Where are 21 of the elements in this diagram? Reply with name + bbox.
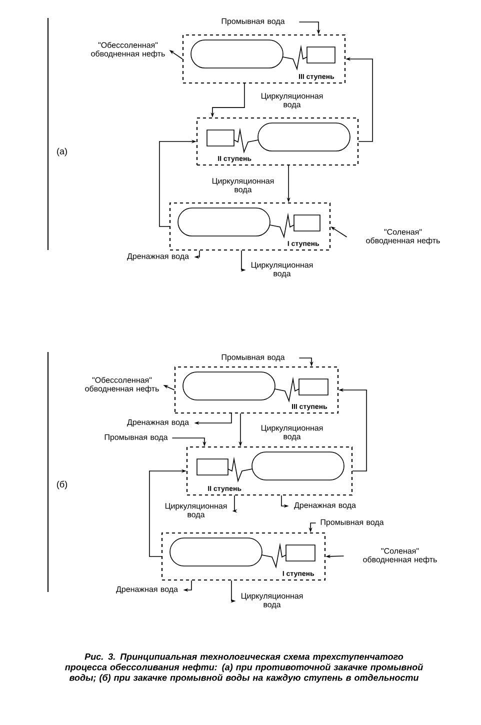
stream-label: Промывная вода bbox=[222, 18, 285, 26]
edge-label: Циркуляционная вода bbox=[256, 92, 328, 110]
stream-label: Дренажная вода bbox=[127, 419, 189, 427]
stream-label: "Соленая" обводненная нефть bbox=[366, 229, 440, 245]
edge-label: Циркуляционная вода bbox=[256, 424, 328, 442]
edge-label: Циркуляционная вода bbox=[207, 177, 279, 195]
stream-label: "Соленая" обводненная нефть bbox=[363, 548, 437, 564]
stream-label: Промывная вода bbox=[222, 354, 285, 362]
stream-label: Дренажная вода bbox=[116, 586, 178, 594]
stream-label: Промывная вода bbox=[104, 434, 168, 442]
stream-label: "Обессоленная" обводненная нефть bbox=[91, 42, 165, 58]
stream-label: "Обессоленная" обводненная нефть bbox=[85, 376, 159, 394]
panel-label: (а) bbox=[57, 148, 67, 156]
stream-label: Дренажная вода bbox=[127, 253, 189, 261]
stream-label: Промывная вода bbox=[320, 519, 384, 527]
stream-label: Циркуляционная вода bbox=[251, 262, 313, 278]
stream-label: Циркуляционная вода bbox=[165, 503, 227, 519]
panel-label: (б) bbox=[57, 480, 68, 490]
caption: Рис. 3. Принципиальная технологическая схема трехступенчатого процесса обессоливания нефти: (а) при противоточной закачке промывной воды; (б) при закачке промывной воды на каждую ступень в отдельности bbox=[65, 653, 423, 683]
stream-label: Циркуляционная вода bbox=[241, 593, 303, 609]
stream-label: Дренажная вода bbox=[294, 502, 356, 510]
